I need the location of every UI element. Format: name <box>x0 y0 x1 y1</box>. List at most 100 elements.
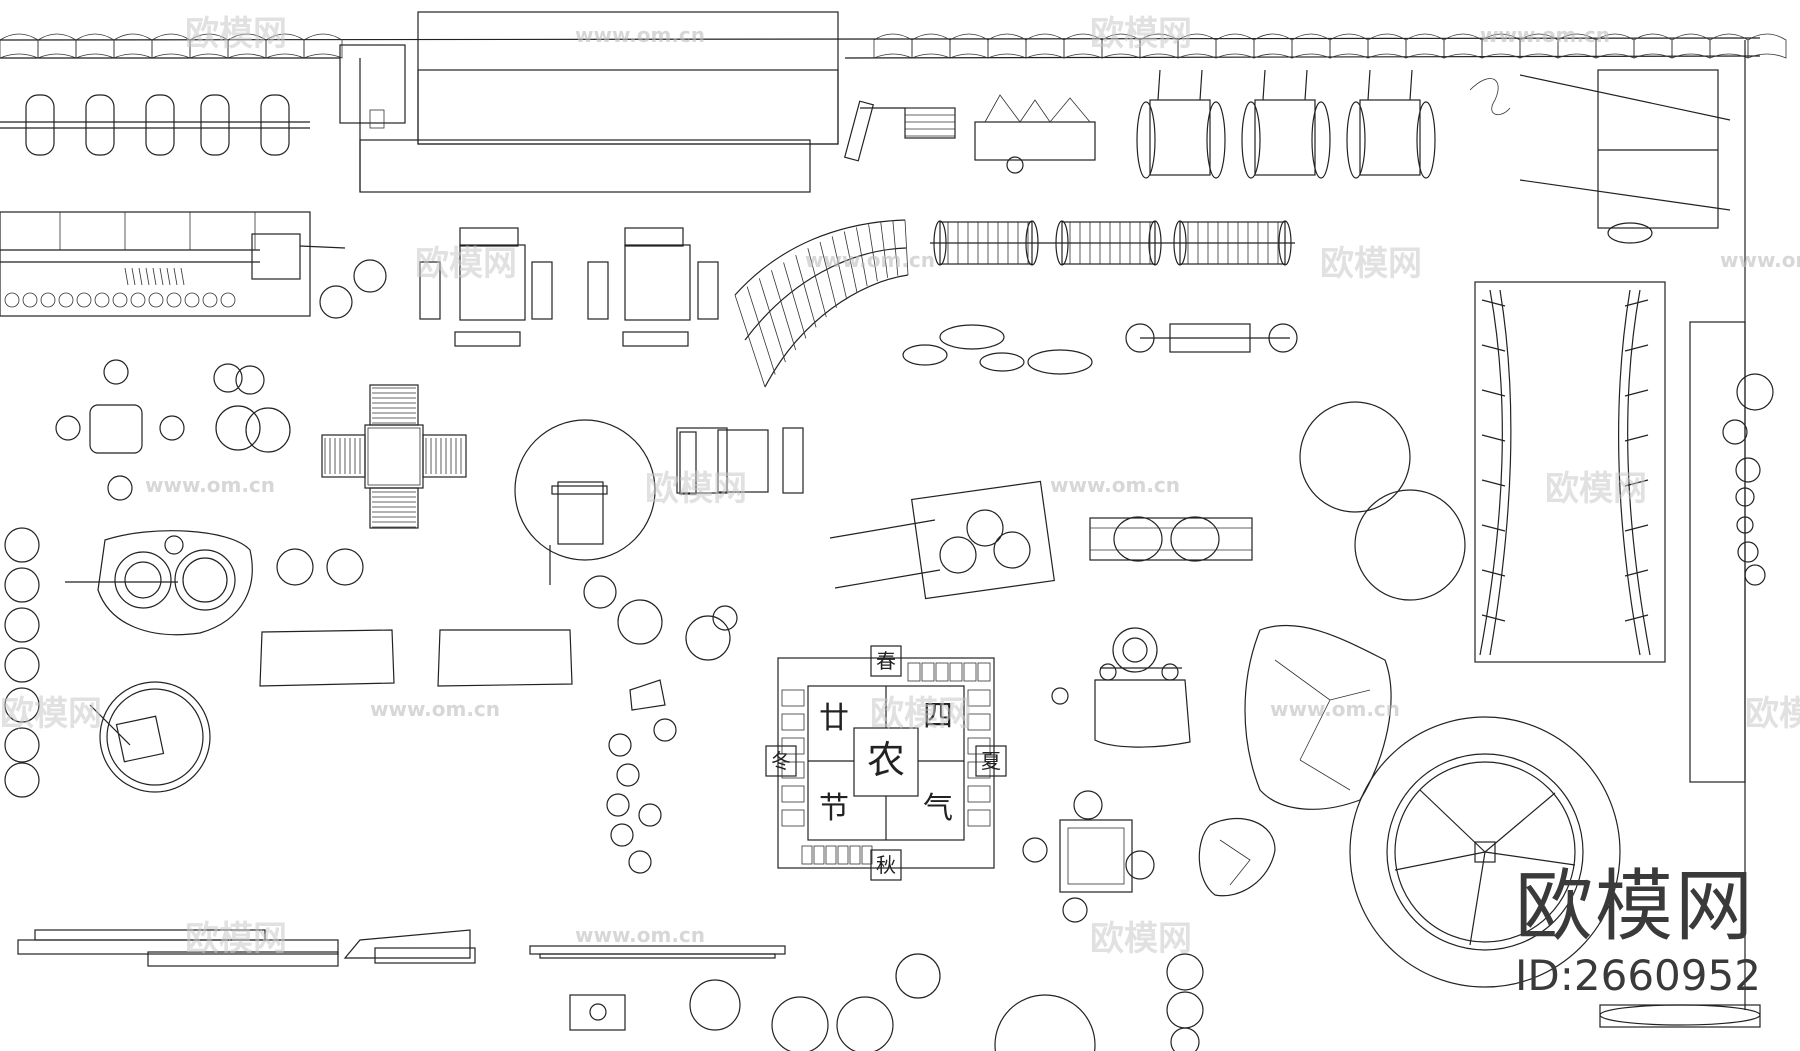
stepping-stone <box>616 763 640 787</box>
teapot-set <box>583 575 738 874</box>
watermark-logo-8: 欧模网 <box>870 694 972 734</box>
roller-body <box>1179 221 1286 265</box>
rickshaw-wheel <box>1416 101 1436 179</box>
pergola-post <box>1624 434 1649 442</box>
watermark-texts: 欧模网 欧模网 欧模网 欧模网 欧模网 欧模网 欧模网 欧模网 欧模网 欧模网 … <box>0 14 1800 959</box>
stall-stick <box>131 267 136 286</box>
pergola-post <box>1624 569 1649 577</box>
bridge-plank <box>831 236 848 300</box>
term-label-left <box>781 737 805 755</box>
stone-disc <box>4 647 40 683</box>
stall-stick <box>173 267 178 286</box>
stall-item <box>76 292 92 308</box>
term-label-top <box>907 662 921 682</box>
roller-end <box>1055 220 1069 266</box>
roller-end <box>933 220 947 266</box>
stall-item <box>58 292 74 308</box>
pergola-post <box>1481 569 1506 577</box>
stall-stick <box>138 267 143 286</box>
term-label-bottom <box>813 845 825 865</box>
round-table-sign <box>514 419 804 585</box>
stall-item <box>40 292 56 308</box>
watermark-url-3: www.om.cn <box>805 248 935 272</box>
term-label-bottom <box>801 845 813 865</box>
model-id-label: ID:2660952 <box>1515 951 1761 1000</box>
stepping-stone <box>628 850 652 874</box>
watermark-url-5: www.om.cn <box>145 473 275 497</box>
board-ring-char-2: 四 <box>923 699 953 734</box>
wall-jar <box>1737 541 1759 563</box>
pergola-post <box>1481 614 1506 622</box>
term-label-top <box>935 662 949 682</box>
roof-tile <box>1367 33 1407 59</box>
rickshaw-seat <box>1359 99 1421 176</box>
stone-slabs <box>259 629 573 687</box>
water-wheel <box>1349 716 1621 988</box>
rickshaw-shaft <box>1409 69 1413 101</box>
term-label-left <box>781 689 805 707</box>
roof-tile-strip <box>0 33 1787 59</box>
roof-tile <box>1443 33 1483 59</box>
term-label-bottom <box>849 845 861 865</box>
rickshaw-seat <box>1149 99 1211 176</box>
stone-disc <box>4 567 40 603</box>
stall-item <box>4 292 20 308</box>
right-wall <box>1689 40 1774 1010</box>
stall-item <box>202 292 218 308</box>
brand-logo-text: 欧模网 <box>1515 862 1756 952</box>
term-label-left <box>781 785 805 803</box>
roof-tile <box>949 33 989 59</box>
board-corner-spring: 春 <box>876 649 896 673</box>
rickshaw-wheel <box>1241 101 1261 179</box>
roller-body <box>1061 221 1156 265</box>
roof-tile <box>75 33 115 59</box>
rickshaw-shaft <box>1367 69 1371 101</box>
watermark-logo-7: 欧模网 <box>0 694 102 734</box>
term-label-right <box>967 689 991 707</box>
pergola-post <box>1624 299 1649 307</box>
stall-stick <box>145 267 150 286</box>
term-label-top <box>963 662 977 682</box>
wall-jar <box>1735 457 1761 483</box>
term-label-right <box>967 713 991 731</box>
board-ring-char-3: 节 <box>819 791 849 826</box>
watermark-logo-3: 欧模网 <box>415 244 517 284</box>
pergola-post <box>1481 299 1506 307</box>
stall-item <box>220 292 236 308</box>
rock-small <box>1198 817 1276 897</box>
board-ring-char-4: 气 <box>923 791 953 826</box>
stall-stick <box>180 267 185 286</box>
pergola-post <box>1481 389 1506 397</box>
bridge-plank <box>746 286 776 375</box>
term-label-right <box>967 809 991 827</box>
pergola-post <box>1481 479 1506 487</box>
stepping-stone <box>653 718 677 742</box>
rickshaw-shaft <box>1157 69 1161 101</box>
roof-tile <box>37 33 77 59</box>
watermark-logo-5: 欧模网 <box>645 469 747 509</box>
bridge-plank <box>819 241 837 308</box>
loom-machine <box>843 94 1096 174</box>
stool-table-left <box>55 359 291 501</box>
millstone <box>260 94 290 156</box>
umbrella-tables <box>1299 401 1466 601</box>
millstone <box>145 94 175 156</box>
rickshaw-wheel <box>1136 101 1156 179</box>
wall-jar <box>1736 516 1754 534</box>
stall-item <box>148 292 164 308</box>
roof-tile <box>1291 33 1331 59</box>
millstone <box>25 94 55 156</box>
millstone <box>200 94 230 156</box>
term-label-top <box>977 662 991 682</box>
roof-tile <box>1215 33 1255 59</box>
watermark-url-1: www.om.cn <box>575 23 705 47</box>
grain-mill <box>89 681 211 793</box>
bridge-plank <box>734 294 766 388</box>
term-label-left <box>781 809 805 827</box>
stone-disc <box>4 607 40 643</box>
watermark-logo-1: 欧模网 <box>185 14 287 54</box>
bench-sets <box>419 227 719 347</box>
watermark-url-2: www.om.cn <box>1480 23 1610 47</box>
